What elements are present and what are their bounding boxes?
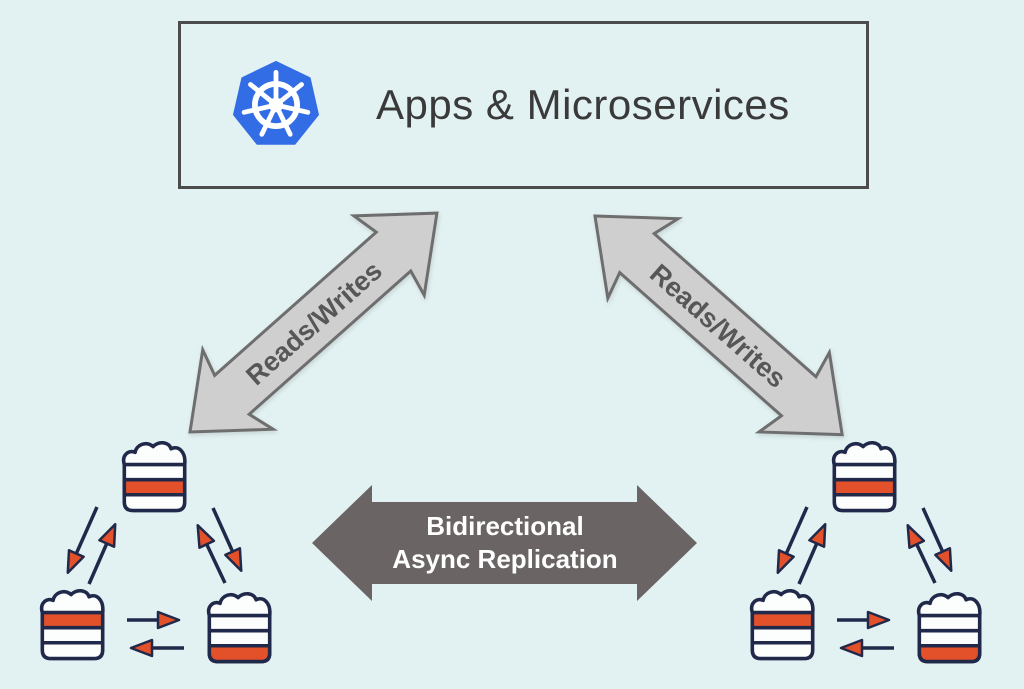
apps-box-title: Apps & Microservices — [376, 81, 790, 128]
reads-writes-label-right: Reads/Writes — [644, 258, 792, 393]
reads-writes-arrow-left: Reads/Writes — [188, 211, 439, 434]
reads-writes-label-left: Reads/Writes — [240, 255, 388, 391]
database-cluster-right — [745, 438, 985, 673]
kubernetes-icon — [232, 60, 320, 145]
database-cluster-left — [35, 438, 275, 673]
apps-microservices-box: Apps & Microservices — [178, 21, 869, 189]
bidirectional-replication-arrow — [312, 485, 697, 601]
reads-writes-arrow-right: Reads/Writes — [593, 214, 844, 437]
